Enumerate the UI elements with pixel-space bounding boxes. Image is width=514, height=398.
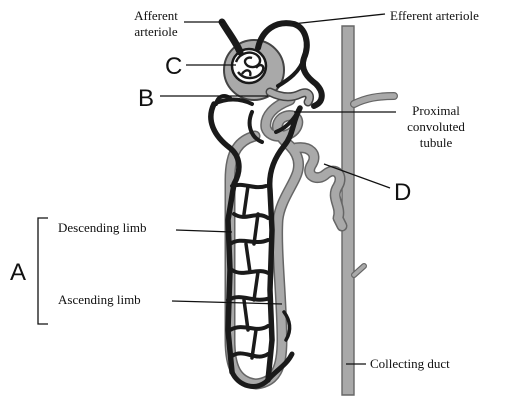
letter-b: B: [138, 85, 154, 112]
collecting-duct: [342, 26, 394, 395]
descending-limb-label: Descending limb: [58, 220, 146, 235]
collecting-duct-label: Collecting duct: [370, 356, 450, 371]
letter-c: C: [165, 53, 182, 80]
ascending-limb-label: Ascending limb: [58, 292, 141, 307]
pct-label-line1: Proximal: [412, 103, 460, 118]
letter-d: D: [394, 179, 411, 206]
afferent-label-line1: Afferent: [134, 8, 178, 23]
letter-a: A: [10, 259, 26, 286]
pct-label-line3: tubule: [420, 135, 453, 150]
pct-label-line2: convoluted: [407, 119, 465, 134]
glomerulus: [232, 49, 266, 83]
afferent-label-line2: arteriole: [134, 24, 178, 39]
efferent-label: Efferent arteriole: [390, 8, 479, 23]
